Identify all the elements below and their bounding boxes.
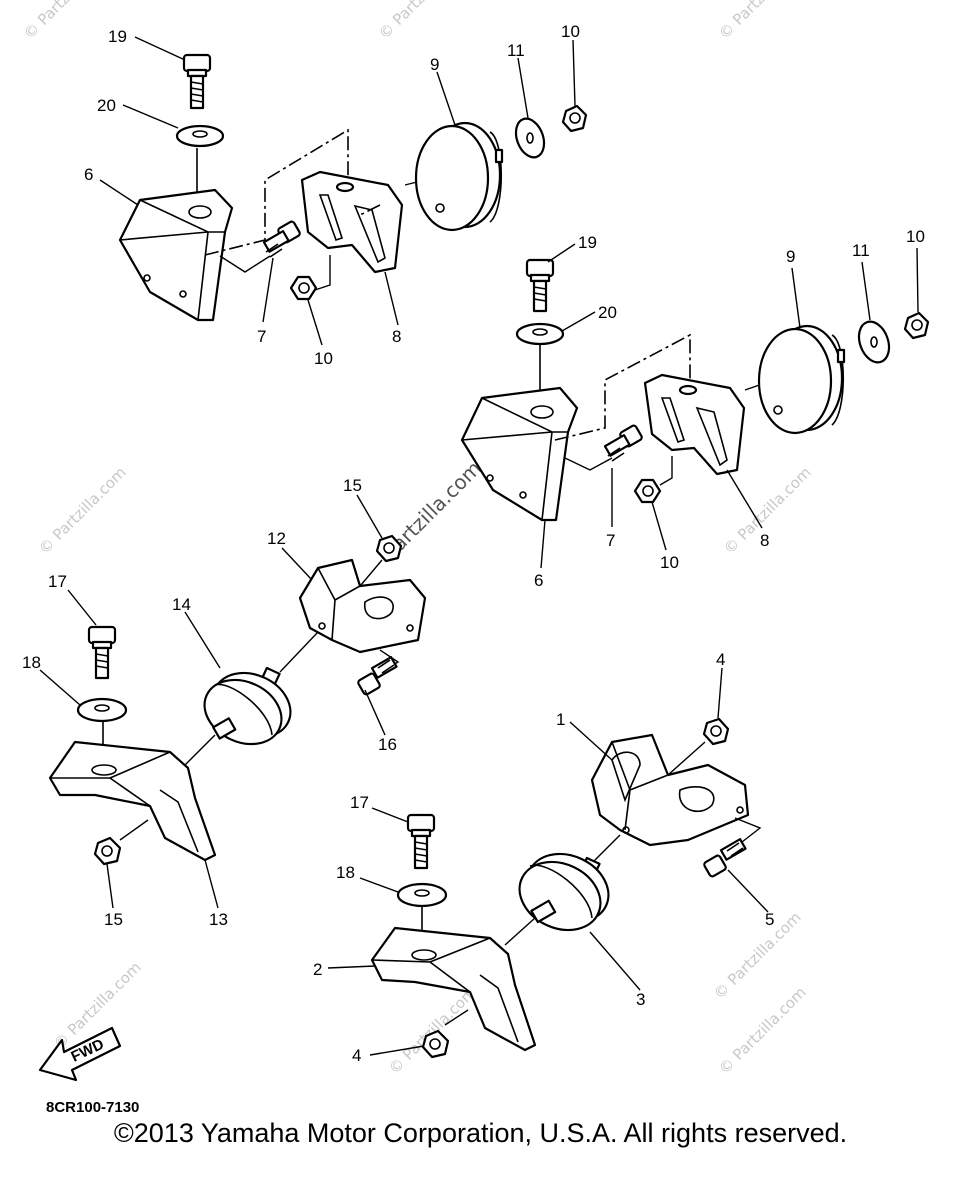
callout-leaders [39, 36, 919, 1056]
callout-1: 1 [556, 710, 565, 729]
assembly-middle-right [460, 258, 930, 522]
callout-8: 8 [760, 531, 769, 550]
nut-4-icon [421, 1029, 450, 1059]
nut-10-icon [289, 275, 318, 301]
nut-10-icon [903, 311, 930, 340]
callout-16: 16 [378, 735, 397, 754]
bolt-5-icon [703, 838, 747, 878]
callout-4: 4 [352, 1046, 361, 1065]
bracket-6-icon [460, 386, 579, 522]
assembly-top-left [118, 53, 588, 322]
copyright-notice: ©2013 Yamaha Motor Corporation, U.S.A. A… [113, 1118, 848, 1148]
callout-11: 11 [507, 41, 525, 60]
callout-10: 10 [561, 22, 580, 41]
watermark: © Partzilla.com [715, 983, 810, 1078]
washer-11-icon [857, 320, 891, 364]
diagram-code: 8CR100-7130 [46, 1099, 139, 1116]
callout-6: 6 [534, 571, 543, 590]
callout-10: 10 [314, 349, 333, 368]
callout-8: 8 [392, 327, 401, 346]
callout-13: 13 [209, 910, 228, 929]
callout-18: 18 [22, 653, 41, 672]
callout-19: 19 [578, 233, 597, 252]
callout-7: 7 [606, 531, 615, 550]
bracket-12-icon [298, 558, 427, 654]
bracket-8-icon [643, 373, 746, 476]
washer-20-icon [175, 124, 225, 148]
callout-10: 10 [906, 227, 925, 246]
washer-18-icon [76, 697, 128, 723]
callout-12: 12 [267, 529, 286, 548]
bracket-1-icon [590, 733, 750, 847]
callout-19: 19 [108, 27, 127, 46]
callout-17: 17 [350, 793, 369, 812]
bracket-6-icon [118, 188, 234, 322]
callout-20: 20 [598, 303, 617, 322]
callout-9: 9 [430, 55, 439, 74]
fwd-arrow-icon: FWD [38, 1026, 122, 1082]
callout-6: 6 [84, 165, 93, 184]
nut-15-icon [93, 836, 122, 866]
rubber-mount-9-icon [404, 121, 504, 232]
assembly-bottom-right [370, 717, 762, 1059]
bolt-7-icon [262, 220, 301, 258]
callout-14: 14 [172, 595, 191, 614]
assembly-left-middle [48, 534, 427, 866]
watermark: © Partzilla.com [715, 0, 810, 43]
bolt-7-icon [603, 424, 643, 462]
bolt-19-icon [182, 53, 212, 110]
nut-10-icon [561, 104, 588, 133]
rubber-mount-9-icon [744, 324, 846, 435]
bracket-2-icon [370, 926, 537, 1052]
watermark: © Partzilla.com [375, 0, 470, 43]
nut-15-icon [375, 534, 403, 563]
bracket-8-icon [300, 170, 404, 274]
callout-9: 9 [786, 247, 795, 266]
nut-10-icon [633, 478, 662, 504]
washer-20-icon [515, 322, 565, 346]
washer-11-icon [514, 117, 546, 159]
bolt-19-icon [525, 258, 555, 313]
callout-11: 11 [852, 241, 870, 260]
callout-18: 18 [336, 863, 355, 882]
rubber-mount-14-icon [203, 666, 292, 746]
callouts: 19 20 6 9 11 10 7 10 8 19 20 9 11 10 7 1… [22, 22, 925, 1065]
callout-2: 2 [313, 960, 322, 979]
callout-17: 17 [48, 572, 67, 591]
callout-10: 10 [660, 553, 679, 572]
callout-5: 5 [765, 910, 774, 929]
bolt-17-icon [87, 625, 117, 680]
callout-20: 20 [97, 96, 116, 115]
bolt-17-icon [406, 813, 436, 870]
washer-18-icon [396, 882, 448, 908]
nut-4-icon [702, 717, 730, 746]
rubber-mount-3-icon [518, 852, 610, 932]
watermark: © Partzilla.com [385, 983, 480, 1078]
bracket-13-icon [48, 740, 217, 862]
watermark: © Partzilla.com [35, 463, 130, 558]
callout-15: 15 [104, 910, 123, 929]
watermark: © Partzilla.com [20, 0, 115, 43]
bolt-16-icon [357, 656, 398, 696]
callout-3: 3 [636, 990, 645, 1009]
callout-15: 15 [343, 476, 362, 495]
callout-4: 4 [716, 650, 725, 669]
callout-7: 7 [257, 327, 266, 346]
